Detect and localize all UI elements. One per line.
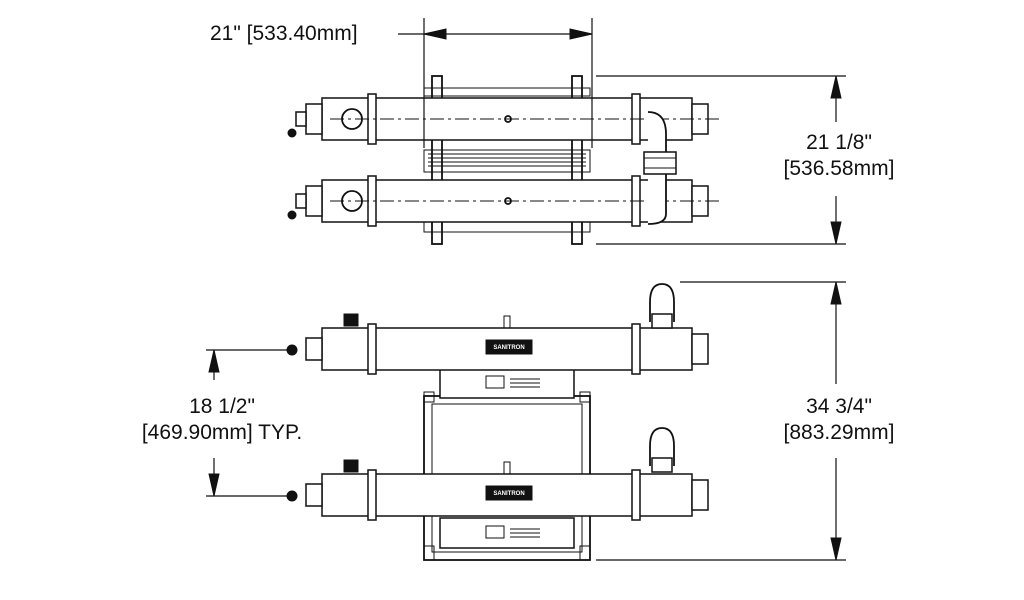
spacing-value-mm: [469.90mm] TYP. [141,421,303,444]
brand-label-lower: SANITRON [493,491,524,497]
top-width-label: 21" [533.40mm] [210,22,358,45]
top-view-chamber-lower [287,175,720,227]
top-view-connector-pipe [643,111,677,225]
front-view-chamber-upper: SANITRON [286,313,709,375]
top-width-dimension [398,18,593,148]
top-height-label: 21 1/8" [536.58mm] [764,132,914,179]
top-view-chamber-upper [287,93,720,145]
top-height-value-inches: 21 1/8" [806,131,872,154]
top-height-dimension [596,75,846,245]
top-height-value-mm: [536.58mm] [783,157,895,180]
spacing-dimension [206,349,290,497]
front-view-chamber-lower: SANITRON [286,459,709,521]
overall-height-dimension [596,281,846,561]
front-view: SANITRON SANITRON [206,281,846,561]
overall-height-value-mm: [883.29mm] [783,421,895,444]
overall-height-label: 34 3/4" [883.29mm] [764,396,914,443]
spacing-label: 18 1/2" [469.90mm] TYP. [112,396,332,443]
overall-height-value-inches: 34 3/4" [806,395,872,418]
spacing-value-inches: 18 1/2" [189,395,255,418]
brand-label-upper: SANITRON [493,345,524,351]
ballast-box-lower [439,517,575,549]
front-view-elbows [649,283,675,473]
top-view [287,18,846,245]
ballast-box-upper [439,367,575,399]
